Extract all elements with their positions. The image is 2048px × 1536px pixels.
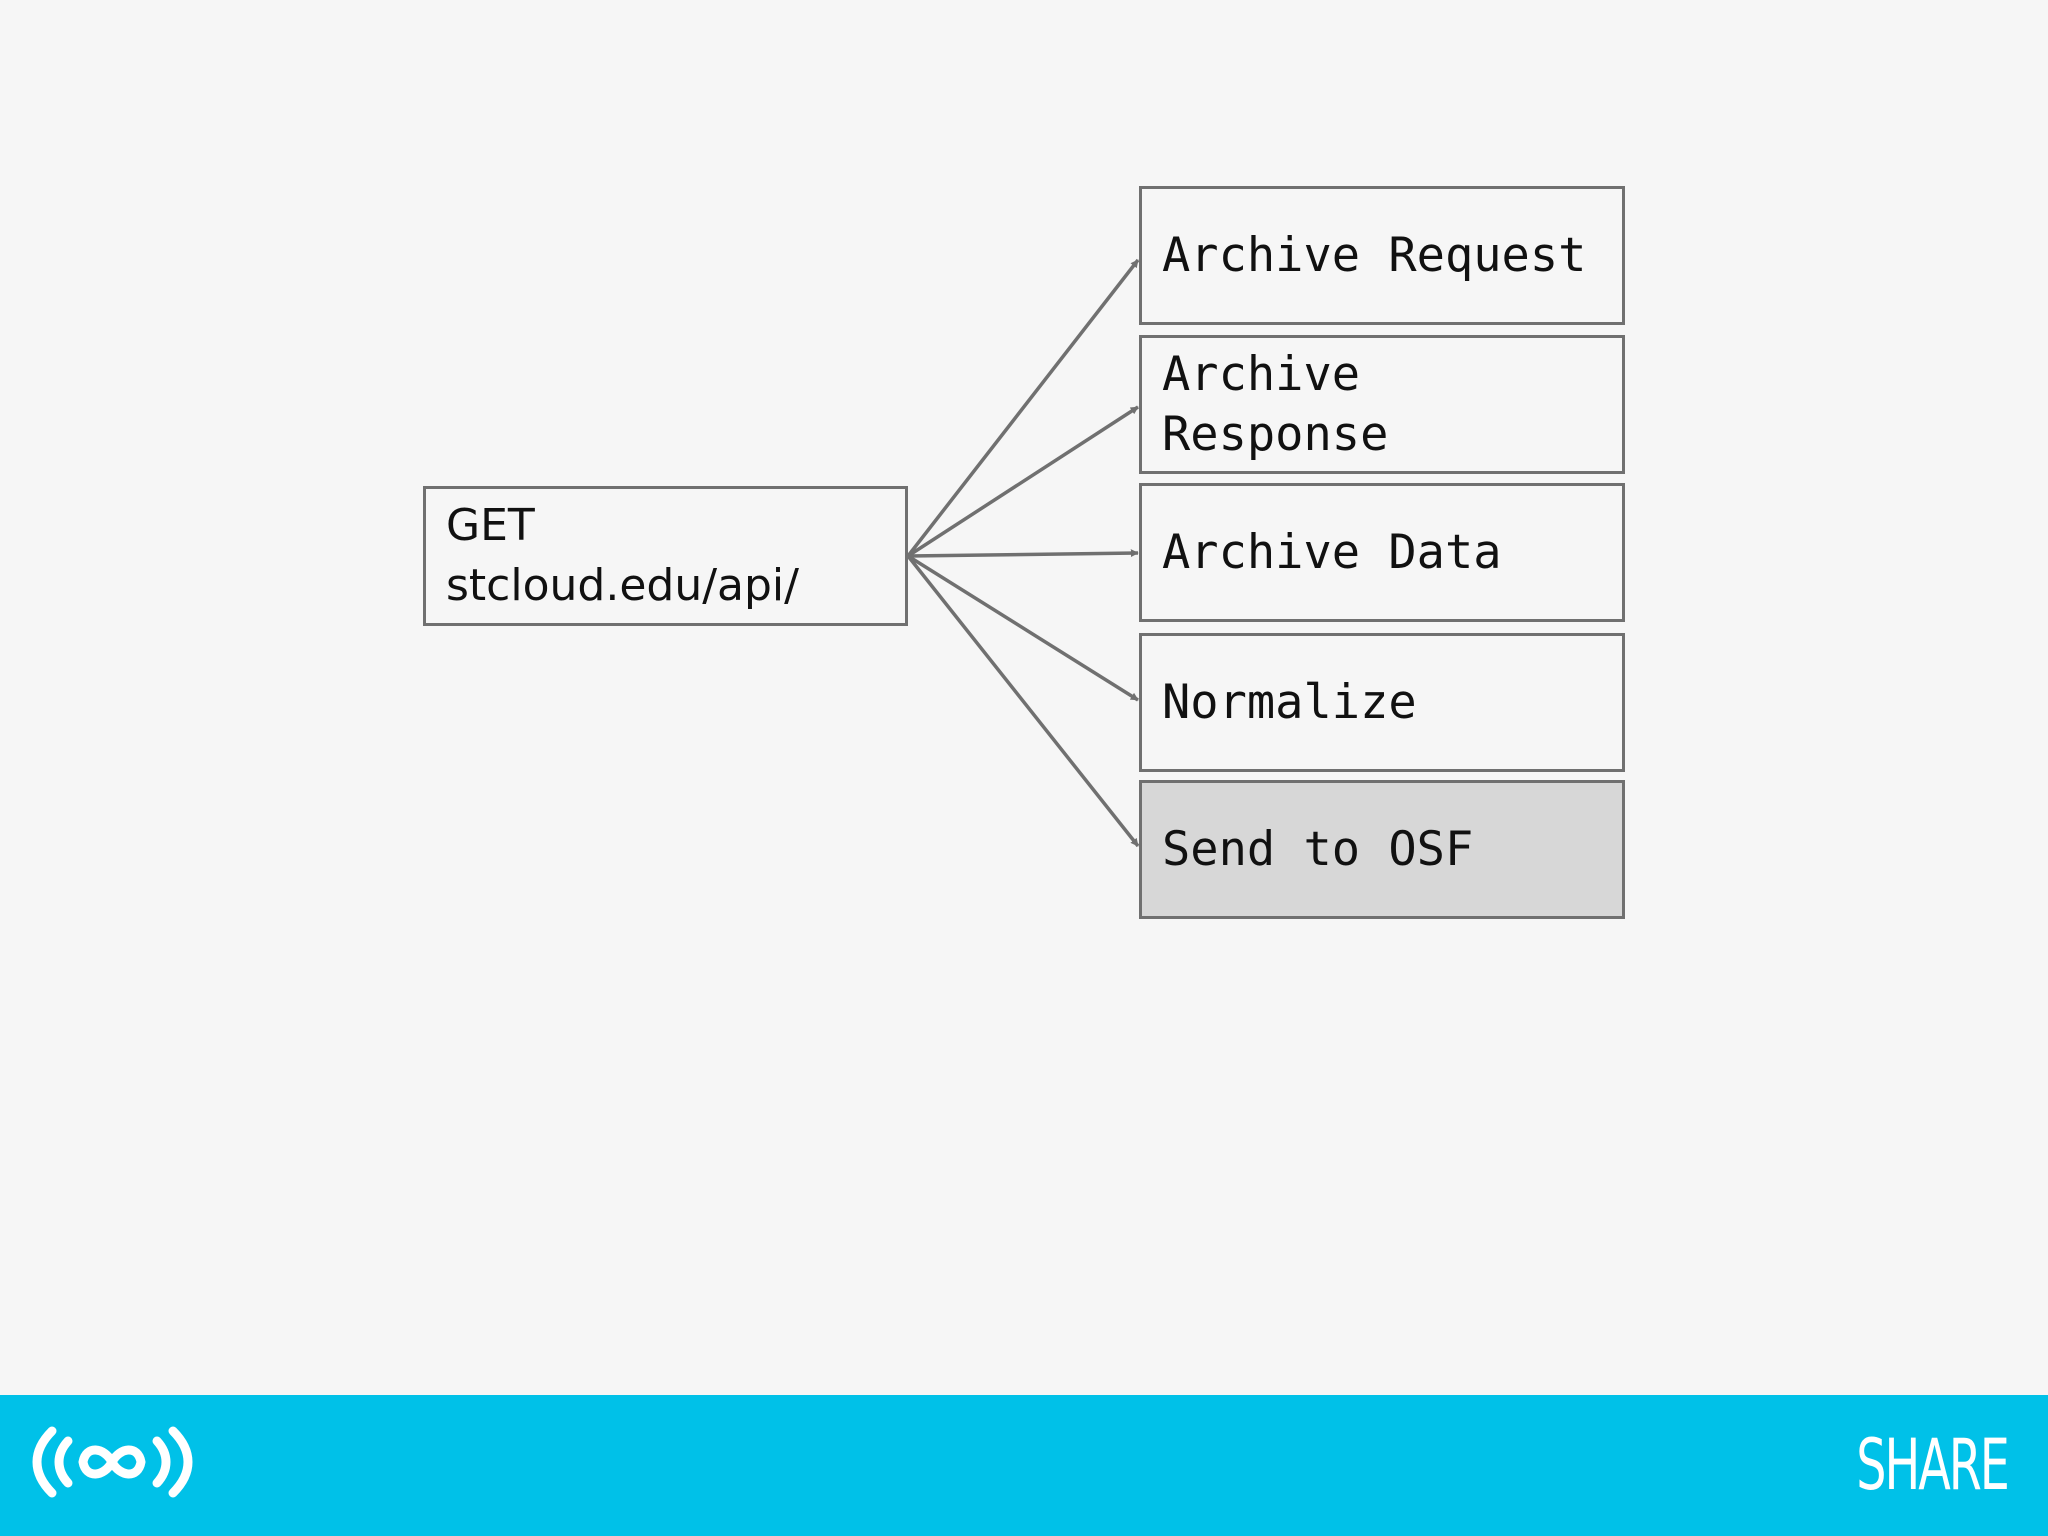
- share-brand-text: SHARE: [1856, 1424, 2010, 1506]
- source-method: GET: [446, 500, 535, 551]
- target-label: Archive Response: [1162, 346, 1389, 462]
- arrow-to-send-to-osf: [906, 554, 1140, 848]
- arrow-to-normalize: [907, 554, 1139, 702]
- footer-bar: SHARE: [0, 1395, 2048, 1536]
- target-label: Normalize: [1162, 674, 1417, 730]
- target-box-normalize: Normalize: [1139, 633, 1625, 772]
- target-box-archive-response: Archive Response: [1139, 335, 1625, 474]
- source-url: stcloud.edu/api/: [446, 560, 799, 611]
- target-box-send-to-osf: Send to OSF: [1139, 780, 1625, 919]
- target-box-archive-data: Archive Data: [1139, 483, 1625, 622]
- target-box-archive-request: Archive Request: [1139, 186, 1625, 325]
- target-label: Archive Request: [1162, 227, 1587, 283]
- target-label: Send to OSF: [1162, 821, 1474, 877]
- arrow-to-archive-request: [906, 258, 1140, 558]
- arrow-to-archive-response: [907, 405, 1139, 558]
- source-box: GET stcloud.edu/api/: [423, 486, 908, 626]
- infinity-signal-icon: [32, 1426, 193, 1498]
- arrow-to-archive-data: [907, 549, 1139, 558]
- target-label: Archive Data: [1162, 524, 1502, 580]
- source-label: GET stcloud.edu/api/: [446, 496, 895, 616]
